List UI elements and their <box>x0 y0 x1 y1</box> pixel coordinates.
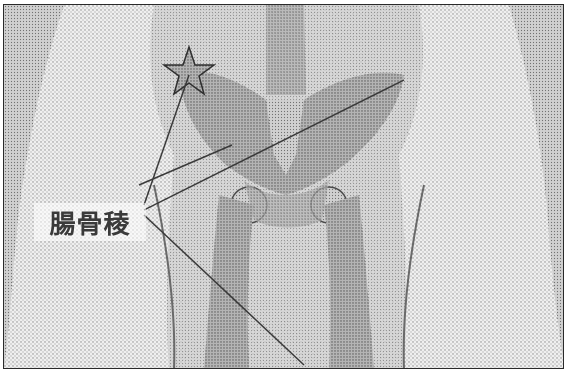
pelvis-diagram <box>4 5 564 369</box>
iliac-crest-label: 腸骨稜 <box>49 204 130 241</box>
spine-shape <box>266 5 306 95</box>
iliac-crest-label-box: 腸骨稜 <box>34 203 146 241</box>
anatomy-illustration: 腸骨稜 <box>3 4 564 369</box>
